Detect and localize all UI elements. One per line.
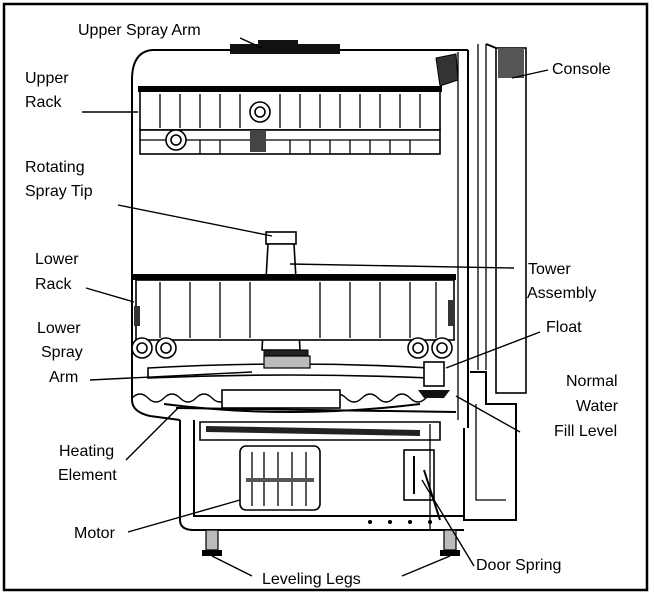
door-assembly — [463, 43, 527, 521]
console-panel — [495, 47, 527, 394]
upper-spray-arm — [230, 44, 340, 54]
label-upper-spray-arm: Upper Spray Arm — [78, 22, 201, 39]
label-lower-spray-arm: Lower — [37, 320, 81, 337]
dishwasher-tub — [131, 40, 469, 428]
label-float: Float — [546, 319, 582, 336]
label-door-spring: Door Spring — [476, 557, 561, 574]
label-tower-assembly: Assembly — [527, 285, 596, 302]
motor — [239, 445, 321, 511]
label-rotating-spray-tip: Rotating — [25, 159, 85, 176]
label-lower-spray-arm: Arm — [49, 369, 78, 386]
rotating-spray-tip — [265, 231, 297, 245]
label-upper-rack: Rack — [25, 94, 62, 111]
base-frame — [179, 420, 464, 531]
float-assembly — [418, 361, 450, 398]
label-tower-assembly: Tower — [528, 261, 571, 278]
upper-rack — [138, 86, 442, 155]
label-rotating-spray-tip: Spray Tip — [25, 183, 93, 200]
label-normal-water-fill-level: Water — [576, 398, 619, 415]
label-heating-element: Element — [58, 467, 117, 484]
sump-and-heating — [163, 389, 457, 413]
label-normal-water-fill-level: Fill Level — [554, 423, 617, 440]
label-heating-element: Heating — [59, 443, 114, 460]
label-motor: Motor — [74, 525, 116, 542]
labels: Upper Spray Arm Upper Rack Console Rotat… — [25, 22, 619, 588]
label-console: Console — [552, 61, 611, 78]
label-lower-rack: Rack — [35, 276, 72, 293]
label-lower-rack: Lower — [35, 251, 79, 268]
label-normal-water-fill-level: Normal — [566, 373, 618, 390]
label-leveling-legs: Leveling Legs — [262, 571, 361, 588]
console-hinge — [435, 53, 459, 87]
door-spring-mechanism — [403, 424, 441, 530]
label-upper-rack: Upper — [25, 70, 69, 87]
lower-rack — [131, 274, 456, 359]
leveling-legs — [202, 529, 460, 556]
leader-lines — [82, 37, 549, 577]
label-lower-spray-arm: Spray — [41, 344, 83, 361]
